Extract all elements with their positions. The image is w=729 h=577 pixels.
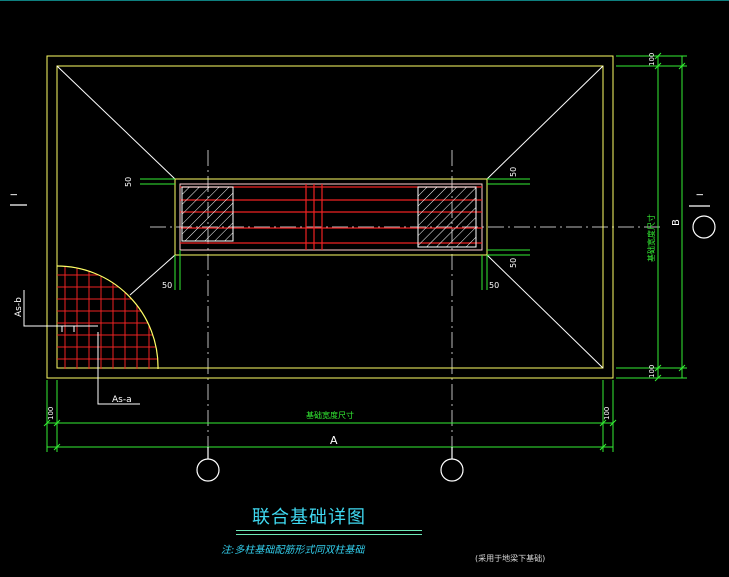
dim-tick: [654, 52, 662, 60]
pedestal-outer: [174, 178, 488, 256]
footing-inner-edge: [56, 65, 604, 369]
section-mark-right: I: [696, 193, 706, 196]
dim-inner-width-label: 基础宽度尺寸: [306, 410, 354, 420]
pedestal: [174, 178, 488, 256]
leader-as-b: [23, 290, 98, 327]
dim-tick: [654, 374, 662, 382]
axis-bubble-side: [692, 215, 716, 239]
column-left: [181, 186, 234, 242]
rebar-detail-arc: [56, 265, 159, 370]
axis-bubbles: [196, 215, 716, 482]
dim-50-right-bottom: 50: [509, 258, 518, 268]
column-right: [417, 186, 477, 248]
dim-50-left: 50: [124, 177, 133, 187]
section-marks: [10, 204, 710, 207]
dim-tick: [654, 364, 662, 372]
pedestal-inner: [179, 183, 483, 251]
slope-line-tr: [486, 65, 604, 180]
dim-overall-a: A: [330, 434, 338, 447]
slope-line-br: [486, 254, 604, 369]
slope-line-bl: [129, 254, 176, 296]
dim-tick: [53, 443, 61, 451]
dim-tick: [43, 419, 51, 427]
section-mark-left: I: [10, 193, 20, 196]
dim-50-bottom-right: 50: [489, 281, 499, 290]
leader-as-a: [97, 332, 140, 405]
dim-tick: [678, 62, 686, 70]
columns: [181, 186, 477, 248]
footing-outer-edge: [46, 55, 614, 379]
dim-100-right-top: 100: [648, 53, 656, 66]
dim-tick: [654, 62, 662, 70]
dim-overall-b: B: [671, 219, 682, 226]
title-underline-second: [236, 534, 422, 535]
rebar-leaders: [23, 290, 140, 405]
dim-tick: [53, 419, 61, 427]
dim-tick: [599, 419, 607, 427]
offset-dims: [140, 178, 530, 290]
drawing-subnote: (采用于地梁下基础): [475, 554, 546, 563]
dim-tick: [609, 419, 617, 427]
axis-bubble-right: [440, 458, 464, 482]
drawing-title: 联合基础详图: [252, 507, 366, 528]
dim-50-bottom-left: 50: [162, 281, 172, 290]
dim-chain-horizontal: [43, 380, 617, 452]
slope-line-tl: [56, 65, 176, 180]
dim-tick: [678, 364, 686, 372]
dim-chain-vertical: [616, 52, 687, 382]
dim-100-bottom-right: 100: [603, 407, 611, 420]
label-as-a: As-a: [112, 395, 132, 405]
top-border-line: [0, 0, 729, 1]
dim-inner-height-label: 基础宽度尺寸: [646, 214, 656, 262]
label-as-b: As-b: [14, 297, 24, 317]
axis-bubble-left: [196, 458, 220, 482]
title-underline: [236, 530, 422, 531]
dim-100-right-bottom: 100: [648, 365, 656, 378]
drawing-note: 注:多柱基础配筋形式同双柱基础: [221, 545, 365, 556]
footing-outline: [46, 55, 614, 379]
axis-lines: [150, 150, 660, 460]
dim-50-right-top: 50: [509, 167, 518, 177]
dim-tick: [599, 443, 607, 451]
slope-lines: [56, 65, 604, 369]
dim-100-bottom-left: 100: [47, 407, 55, 420]
